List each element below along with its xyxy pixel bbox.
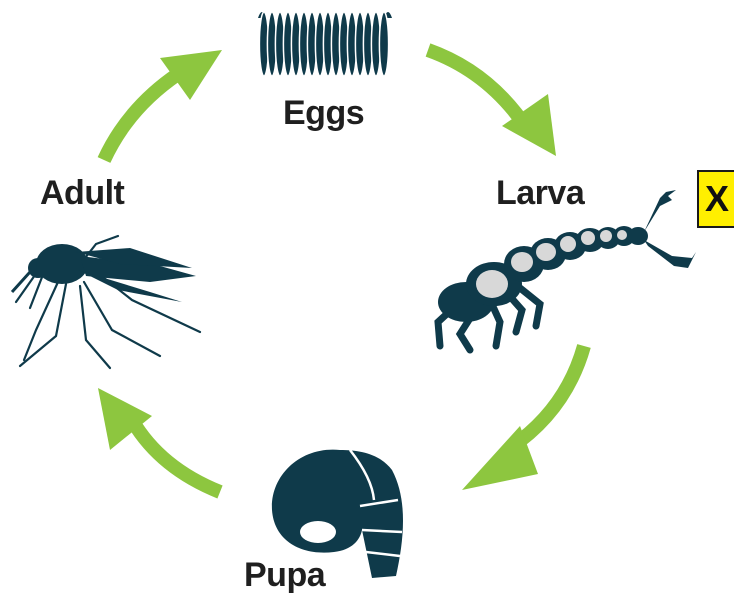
arrow-adult-to-eggs [104, 74, 178, 160]
mosquito-icon [12, 236, 200, 368]
egg-raft-icon [258, 12, 392, 76]
label-eggs: Eggs [283, 96, 364, 130]
marker-x-box: X [697, 170, 734, 228]
egg [379, 12, 388, 76]
label-larva: Larva [496, 176, 584, 210]
arrow-pupa-to-adult [132, 420, 220, 492]
label-adult: Adult [40, 176, 124, 210]
arrow-eggs-to-larva [428, 50, 528, 130]
label-pupa: Pupa [244, 558, 325, 592]
larva-icon [438, 190, 696, 350]
